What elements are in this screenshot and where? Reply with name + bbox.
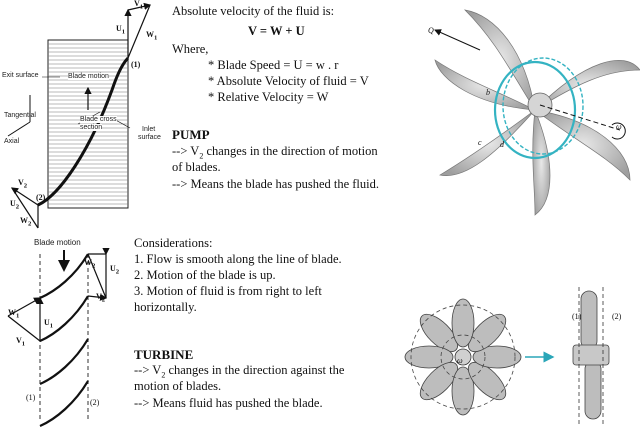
teal-cylinder-back xyxy=(502,57,584,155)
turbine-v1-vector xyxy=(7,315,41,342)
impeller-c-label: c xyxy=(478,138,482,147)
velocity-where: Where, xyxy=(172,42,209,56)
section-label: section xyxy=(80,124,103,131)
turbine-blade-motion-label: Blade motion xyxy=(34,238,81,247)
turbine-v1-label: V1 xyxy=(16,336,26,348)
fan-blade xyxy=(451,366,475,416)
flow-q-arrow xyxy=(434,29,481,51)
w1-vector xyxy=(127,4,151,59)
turbine-u1-label: U1 xyxy=(44,318,54,330)
rotation-axis xyxy=(539,104,621,131)
impeller-q-label: Q xyxy=(428,26,434,35)
u1-label: U1 xyxy=(116,24,126,36)
turbine-v2-label: V2 xyxy=(96,292,106,304)
pump-line-1: --> V2 changes in the direction of motio… xyxy=(172,144,378,161)
rotation-omega-arrow xyxy=(611,122,626,140)
v1-label: V1 xyxy=(134,0,144,11)
tangential-label: Tangential xyxy=(4,112,36,119)
fan-side-hub xyxy=(572,344,610,366)
consideration-3-cont: horizontally. xyxy=(134,300,197,314)
point-1-label: (1) xyxy=(131,60,141,69)
considerations-heading: Considerations: xyxy=(134,236,213,250)
fan-blade xyxy=(467,361,507,401)
pump-heading: PUMP xyxy=(172,127,210,142)
impeller-illustration xyxy=(434,9,640,216)
fan-omega-label: ω xyxy=(457,356,463,365)
fan-point-2-label: (2) xyxy=(612,312,622,321)
fan-blade xyxy=(404,345,454,369)
v2-label: V2 xyxy=(18,178,28,190)
bullet-blade-speed: * Blade Speed = U = w . r xyxy=(208,58,339,72)
velocity-equation: V = W + U xyxy=(248,24,305,38)
consideration-3: 3. Motion of fluid is from right to left xyxy=(134,284,322,298)
v1-vector xyxy=(127,2,152,11)
blade-motion-label: Blade motion xyxy=(68,73,109,80)
w1-label: W1 xyxy=(146,30,158,42)
inlet-label: Inlet xyxy=(142,126,156,133)
impeller-d-label: d xyxy=(500,140,504,149)
fan-inner-dashed-circle xyxy=(440,334,486,380)
pump-line-3: --> Means the blade has pushed the fluid… xyxy=(172,177,379,191)
turbine-line-1: --> V2 changes in the direction against … xyxy=(134,363,345,380)
blade-cross-section-curve xyxy=(37,56,130,207)
turbine-blade-2 xyxy=(39,295,89,343)
w2-label: W2 xyxy=(20,216,32,228)
fan-blade xyxy=(419,361,459,401)
turbine-point-1-label: (1) xyxy=(26,393,36,402)
fan-blade xyxy=(467,313,507,353)
turbine-blade-4 xyxy=(39,380,89,428)
surface-label: surface xyxy=(138,134,161,141)
bullet-absolute-velocity: * Absolute Velocity of fluid = V xyxy=(208,74,369,88)
turbine-blade-1 xyxy=(39,253,89,300)
v2-vector xyxy=(10,187,39,206)
fan-blade xyxy=(472,345,522,369)
turbine-line-2: motion of blades. xyxy=(134,379,222,393)
fan-illustration xyxy=(404,287,610,425)
turbine-blade-diagram xyxy=(7,248,110,428)
turbine-blade-3 xyxy=(39,338,89,386)
turbine-heading: TURBINE xyxy=(134,347,194,362)
fan-blade xyxy=(419,313,459,353)
turbine-w2-label: W2 xyxy=(84,258,96,270)
impeller-omega-label: ω xyxy=(616,122,622,131)
consideration-1: 1. Flow is smooth along the line of blad… xyxy=(134,252,342,266)
axial-axis xyxy=(7,121,31,137)
bullet-relative-velocity: * Relative Velocity = W xyxy=(208,90,329,104)
turbine-line-3: --> Means fluid has pushed the blade. xyxy=(134,396,323,410)
fan-hub xyxy=(454,348,472,366)
turbine-v2-vector xyxy=(87,293,108,301)
pump-line-2: of blades. xyxy=(172,160,221,174)
fan-outer-dashed-circle xyxy=(410,304,516,410)
consideration-2: 2. Motion of the blade is up. xyxy=(134,268,276,282)
teal-cylinder-front xyxy=(493,60,577,160)
blade-cross-label: Blade cross xyxy=(80,116,117,123)
turbine-w1-label: W1 xyxy=(8,308,20,320)
axial-label: Axial xyxy=(4,138,20,145)
turbine-u2-label: U2 xyxy=(110,264,120,276)
fan-blade xyxy=(451,298,475,348)
turbine-w2-vector xyxy=(87,253,107,299)
turbine-point-2-label: (2) xyxy=(90,398,100,407)
impeller-b-label: b xyxy=(486,88,490,97)
fan-point-1-label: (1) xyxy=(572,312,582,321)
w2-vector xyxy=(11,187,39,229)
turbine-w1-vector xyxy=(7,297,42,317)
exit-surface-label: Exit surface xyxy=(2,72,39,79)
velocity-intro: Absolute velocity of the fluid is: xyxy=(172,4,335,18)
point-2-label: (2) xyxy=(36,193,46,202)
u2-label: U2 xyxy=(10,199,20,211)
